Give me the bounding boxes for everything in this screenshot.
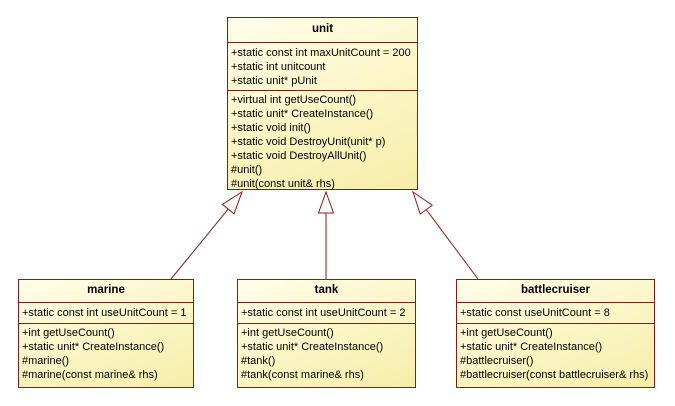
method: #marine() [22,355,70,367]
method: +static unit* CreateInstance() [231,108,374,120]
attribute: +static const int useUnitCount = 1 [22,307,187,319]
method: #tank(const marine& rhs) [241,369,364,381]
method: #battlecruiser() [460,355,534,367]
methods-compartment: +int getUseCount() +static unit* CreateI… [238,324,415,387]
method: +static void DestroyUnit(unit* p) [231,136,386,148]
method: +static unit* CreateInstance() [241,341,384,353]
attributes-compartment: +static const int useUnitCount = 1 [19,303,193,324]
method: +int getUseCount() [460,327,553,339]
method: +int getUseCount() [241,327,334,339]
generalization-marine-to-unit[interactable] [170,190,243,280]
hollow-triangle-arrowhead [412,190,434,215]
class-name: tank [238,280,415,303]
class-box-marine[interactable]: marine +static const int useUnitCount = … [18,279,194,388]
generalization-battlecruiser-to-unit[interactable] [412,190,479,280]
attributes-compartment: +static const int useUnitCount = 2 [238,303,415,324]
hollow-triangle-arrowhead [221,190,243,215]
methods-compartment: +virtual int getUseCount() +static unit*… [228,91,417,189]
method: +virtual int getUseCount() [231,94,357,106]
attribute: +static unit* pUnit [231,75,317,87]
methods-compartment: +int getUseCount() +static unit* CreateI… [457,324,654,387]
method: +static unit* CreateInstance() [22,341,165,353]
attributes-compartment: +static const int maxUnitCount = 200 +st… [228,43,417,91]
class-name: battlecruiser [457,280,654,303]
class-box-unit[interactable]: unit +static const int maxUnitCount = 20… [227,17,418,190]
attributes-compartment: +static const useUnitCount = 8 [457,303,654,324]
method: #unit(const unit& rhs) [231,178,335,189]
method: +static void init() [231,122,311,134]
attribute: +static int unitcount [231,61,326,73]
class-box-battlecruiser[interactable]: battlecruiser +static const useUnitCount… [456,279,655,388]
method: #battlecruiser(const battlecruiser& rhs) [460,369,649,381]
method: +int getUseCount() [22,327,115,339]
generalization-tank-to-unit[interactable] [317,190,335,279]
method: #unit() [231,164,263,176]
class-name: marine [19,280,193,303]
methods-compartment: +int getUseCount() +static unit* CreateI… [19,324,193,387]
class-box-tank[interactable]: tank +static const int useUnitCount = 2 … [237,279,416,388]
class-name: unit [228,18,417,43]
attribute: +static const int useUnitCount = 2 [241,307,406,319]
method: #marine(const marine& rhs) [22,369,158,381]
attribute: +static const int maxUnitCount = 200 [231,47,411,59]
attribute: +static const useUnitCount = 8 [460,307,610,319]
method: #tank() [241,355,276,367]
method: +static unit* CreateInstance() [460,341,603,353]
hollow-triangle-arrowhead [317,190,335,214]
method: +static void DestroyAllUnit() [231,150,367,162]
